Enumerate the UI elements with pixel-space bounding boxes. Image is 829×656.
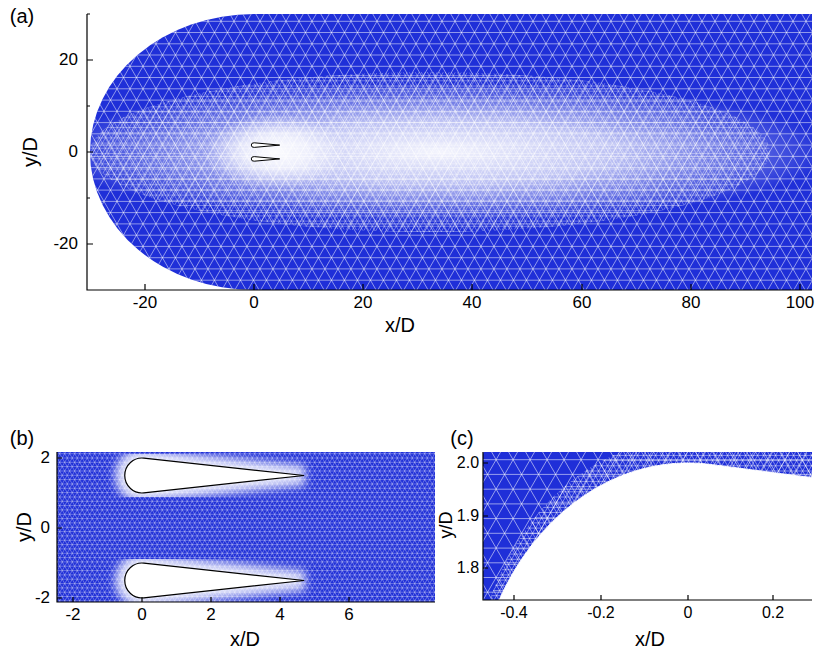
tick-label: 40 (463, 294, 482, 313)
tick-label: 20 (354, 294, 373, 313)
tick-label: 6 (344, 606, 353, 625)
tick-label: 2 (41, 449, 50, 468)
foil-body (125, 458, 304, 493)
tick-label: x/D (635, 628, 665, 650)
mesh-edges (57, 452, 435, 602)
tick-label: 80 (682, 294, 701, 313)
tick-label: 1.9 (457, 507, 479, 525)
axes (57, 452, 435, 602)
wall-halo (125, 563, 304, 598)
axis-title: y/D (436, 511, 456, 538)
tick-marks (483, 463, 773, 600)
tick-label: x/D (230, 628, 260, 650)
tick-label: x/D (385, 314, 415, 336)
tick-label: -0.4 (500, 604, 528, 622)
foil-body (125, 563, 304, 598)
axis-title: y/D (19, 137, 41, 167)
tick-label: 0 (41, 519, 50, 538)
tick-label: -2 (35, 589, 50, 608)
mesh-edges (0, 10, 829, 295)
panel-label: (a) (10, 5, 34, 27)
mesh-lines (57, 452, 435, 602)
body-region (483, 463, 812, 600)
wall-refinement (125, 458, 304, 598)
mesh-edges (0, 60, 829, 250)
tick-label: -0.2 (587, 604, 615, 622)
foil-body (251, 157, 279, 162)
tick-label: -2 (65, 606, 80, 625)
axis-line (483, 452, 812, 600)
refined-wake (50, 82, 829, 222)
tick-label: 0 (684, 604, 693, 622)
axis-line (87, 14, 812, 290)
tick-marks (57, 458, 349, 602)
tick-marks (87, 14, 800, 290)
mesh-domain (57, 452, 435, 602)
panel-label: (c) (450, 427, 473, 449)
axes (87, 14, 812, 290)
axis-line (57, 452, 435, 602)
tick-label: 1.8 (457, 559, 479, 577)
axes (483, 452, 812, 600)
panel-label: (b) (10, 427, 34, 449)
tick-label: 0 (137, 606, 146, 625)
axis-title: y/D (13, 512, 35, 542)
tick-label: 2.0 (457, 454, 479, 472)
tick-label: 0 (69, 143, 78, 162)
foil-body (483, 463, 812, 600)
wall-halo (125, 458, 304, 493)
fine-mesh (0, 60, 829, 250)
mesh-lines (0, 10, 829, 295)
tick-label: 0 (249, 294, 258, 313)
wake-refinement (50, 82, 829, 222)
tick-label: 4 (275, 606, 284, 625)
tick-label: 100 (786, 294, 814, 313)
tick-label: 2 (206, 606, 215, 625)
tick-label: -20 (53, 235, 78, 254)
tick-label: -20 (133, 294, 158, 313)
tick-label: 20 (59, 51, 78, 70)
tick-label: 0.2 (762, 604, 784, 622)
tick-label: 60 (573, 294, 592, 313)
foil-body (251, 143, 279, 148)
